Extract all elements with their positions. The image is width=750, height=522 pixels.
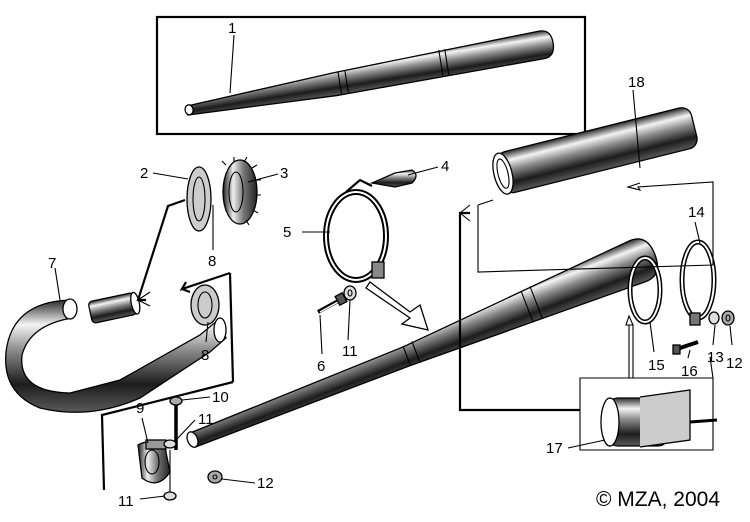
callout-13: 13 [707,349,724,366]
header-pipe-7-icon [4,298,227,413]
callout-12-lower: 12 [257,475,274,492]
callout-1: 1 [228,20,236,37]
copyright-text: © MZA, 2004 [596,488,720,511]
arrow-down-right-icon [365,281,429,331]
silencer-main-icon [186,238,659,448]
nut-12-right-icon [721,310,735,326]
callout-11-lower: 11 [118,493,134,510]
washer-11-upper-icon [163,439,177,449]
gasket-2-icon [186,166,212,232]
callout-5: 5 [283,224,291,241]
top-frame [155,15,587,136]
ring-nut-3-icon [221,156,261,226]
leader-lines [54,34,733,500]
callout-6: 6 [317,358,325,375]
callout-16: 16 [681,363,698,380]
callout-3: 3 [280,165,288,182]
clamp-5-icon [323,178,389,283]
washer-11-lower-icon [163,491,177,501]
nut-12-lower-icon [207,470,223,484]
callout-4: 4 [441,158,449,175]
callout-15: 15 [648,357,665,374]
clamp-14-icon [679,239,717,326]
callout-8-lower: 8 [201,347,209,364]
callout-9: 9 [136,400,144,417]
washer-11-icon [343,285,357,301]
callout-11-upper: 11 [198,411,214,428]
tube-18-icon [492,107,698,195]
gasket-8-lower-icon [190,284,220,326]
ring-15-icon [627,255,663,325]
callout-2: 2 [140,165,148,182]
washer-13-icon [708,311,720,325]
callout-8-upper: 8 [208,253,216,270]
silencer-top-icon [184,30,555,116]
sleeve-icon [88,291,141,324]
sleeve-17-icon [600,389,718,448]
callout-10: 10 [212,389,229,406]
callout-14: 14 [688,204,705,221]
lug-4-icon [369,169,417,188]
bolt-6-icon [317,291,348,314]
callout-11-mid: 11 [342,343,358,360]
callout-7: 7 [48,255,56,272]
callout-12-right: 12 [726,355,743,372]
bolt-16-icon [672,340,699,355]
callout-18: 18 [628,74,645,91]
callout-17: 17 [546,440,563,457]
